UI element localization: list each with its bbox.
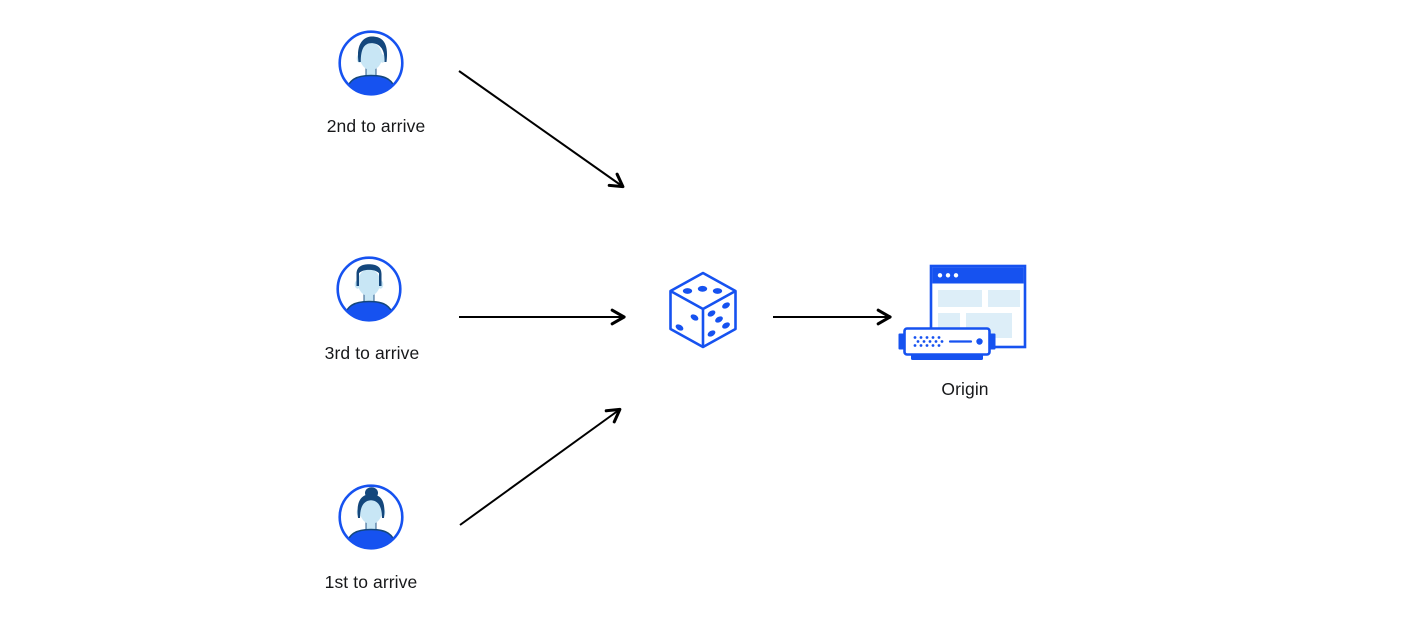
visitor-label-1st: 1st to arrive: [324, 572, 418, 592]
dice-icon: [663, 268, 743, 352]
arrow-visitor1-to-dice: [459, 407, 622, 526]
origin-label: Origin: [941, 379, 989, 399]
avatar-male-swept-hair-icon: [338, 30, 404, 96]
visitor-label-2nd: 2nd to arrive: [326, 116, 426, 136]
avatar-male-short-hair-icon: [336, 256, 402, 322]
server-box-icon: [898, 327, 996, 360]
avatar-female-bun-icon: [338, 484, 404, 550]
origin-server-icon: [895, 262, 1030, 362]
arrow-visitor2-to-dice: [458, 70, 625, 189]
visitor-label-3rd: 3rd to arrive: [324, 343, 420, 363]
